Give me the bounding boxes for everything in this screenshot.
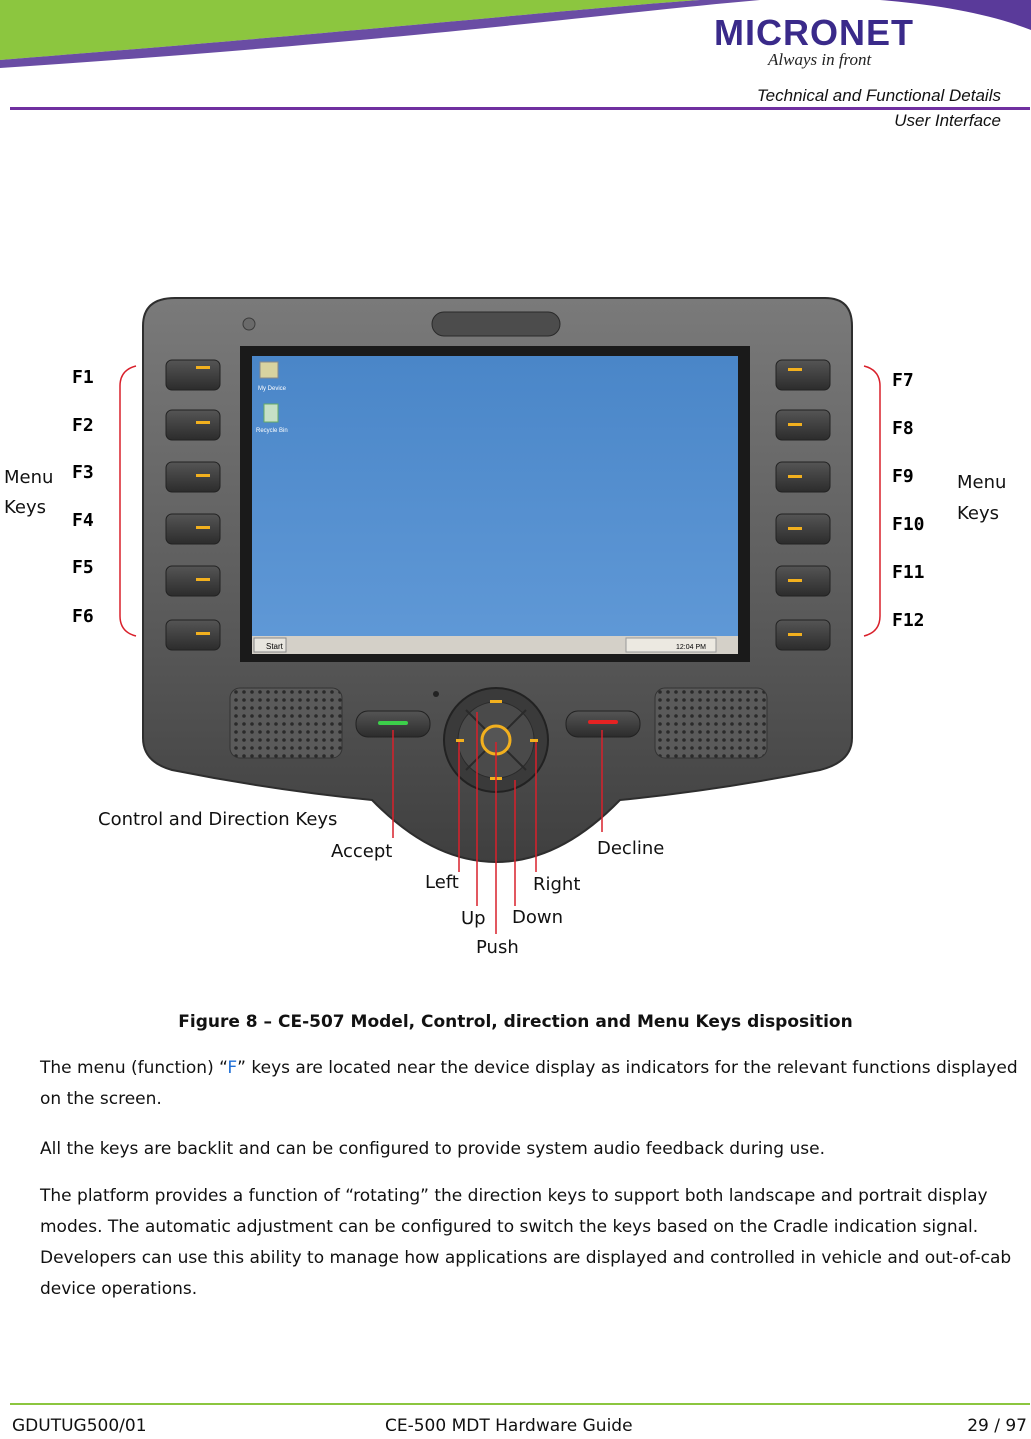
- footer-rule: [10, 1403, 1030, 1405]
- left-speaker: [229, 687, 343, 759]
- menu-keys-left-line2: Keys: [4, 497, 47, 518]
- key-label-f5: F5: [72, 557, 94, 578]
- paragraph-backlit: All the keys are backlit and can be conf…: [40, 1139, 825, 1159]
- start-button: [253, 637, 287, 653]
- my-device-label: My Device: [258, 386, 287, 392]
- key-label-f8: F8: [892, 418, 914, 439]
- header-swoosh: [0, 0, 1031, 68]
- key-label-f11: F11: [892, 562, 925, 583]
- push-label: Push: [476, 937, 519, 958]
- start-label: Start: [266, 642, 284, 651]
- leader-lines: [392, 712, 603, 934]
- key-label-f10: F10: [892, 514, 925, 535]
- key-label-f1: F1: [72, 367, 94, 388]
- right-function-keys: [775, 359, 831, 651]
- down-label: Down: [512, 907, 564, 928]
- accept-label: Accept: [331, 841, 393, 862]
- top-indicator: [242, 317, 256, 331]
- mic-hole: [433, 691, 439, 697]
- footer-title: CE-500 MDT Hardware Guide: [385, 1416, 633, 1436]
- paragraph-menu-keys: The menu (function) “F” keys are located…: [40, 1053, 1030, 1115]
- recycle-bin-label: Recycle Bin: [256, 428, 288, 434]
- figure-caption: Figure 8 – CE-507 Model, Control, direct…: [178, 1012, 853, 1032]
- device-figure: Start 12:04 PM My Device Recycle Bin: [119, 297, 881, 934]
- key-label-f4: F4: [72, 510, 94, 531]
- my-device-icon: [259, 361, 279, 379]
- menu-keys-left-line1: Menu: [4, 467, 54, 488]
- screen: [252, 356, 738, 636]
- left-label: Left: [425, 872, 459, 893]
- top-slot: [431, 311, 561, 337]
- right-speaker: [654, 687, 768, 759]
- control-direction-label: Control and Direction Keys: [98, 809, 338, 830]
- paragraph-rotating: The platform provides a function of “rot…: [40, 1186, 1012, 1299]
- header-section: Technical and Functional Details: [756, 86, 1001, 105]
- logo-tagline: Always in front: [768, 50, 872, 69]
- recycle-bin-icon: [263, 403, 279, 423]
- left-function-keys: [165, 359, 221, 651]
- key-label-f7: F7: [892, 370, 914, 391]
- up-label: Up: [461, 908, 486, 929]
- left-bracket: [119, 365, 137, 637]
- para1-pre: The menu (function) “: [40, 1058, 228, 1078]
- menu-keys-right-line1: Menu: [957, 472, 1007, 493]
- para1-f: F: [227, 1058, 238, 1078]
- decline-label: Decline: [597, 838, 665, 859]
- key-label-f6: F6: [72, 606, 94, 627]
- right-label: Right: [533, 874, 581, 895]
- micronet-logo: MICRONET: [714, 12, 914, 53]
- key-label-f12: F12: [892, 610, 925, 631]
- footer-page: 29 / 97: [967, 1416, 1027, 1436]
- menu-keys-right-line2: Keys: [957, 503, 1000, 524]
- tray: [625, 637, 717, 653]
- key-label-f2: F2: [72, 415, 94, 436]
- clock: 12:04 PM: [676, 644, 706, 651]
- header-subsection: User Interface: [894, 111, 1001, 130]
- key-label-f9: F9: [892, 466, 914, 487]
- para1-post: ” keys are located near the device displ…: [40, 1058, 1018, 1109]
- header-rule: [10, 107, 1030, 110]
- footer-doc-id: GDUTUG500/01: [12, 1416, 147, 1436]
- taskbar: [252, 636, 738, 654]
- key-label-f3: F3: [72, 462, 94, 483]
- right-bracket: [863, 365, 881, 637]
